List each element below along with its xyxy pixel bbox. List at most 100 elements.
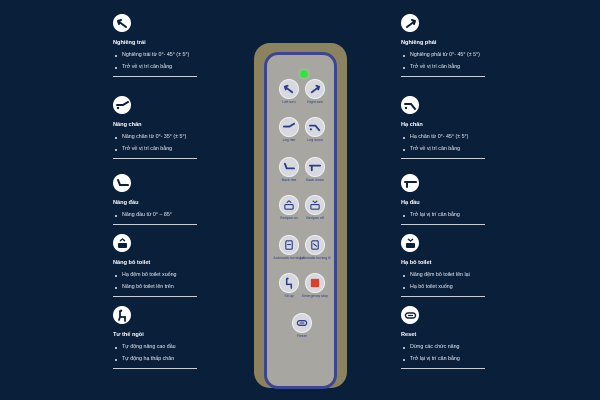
feature-title: Reset (401, 332, 417, 338)
feature-item: Tự động hạ thấp chân (113, 356, 223, 363)
remote-button-label: Leg rise (282, 138, 296, 142)
feature-item: Dừng các chức năng (401, 344, 511, 351)
divider (113, 224, 197, 225)
feature-title: Nâng chân (113, 122, 142, 128)
tilt-left-icon (113, 14, 131, 32)
feature-item: Nâng đầu từ 0° – 85° (113, 212, 223, 219)
reset-icon (401, 306, 419, 324)
feature-list: Nghiêng trái từ 0°- 45° (± 5°) Trở về vị … (113, 52, 223, 71)
feature-title: Hạ chân (401, 122, 423, 128)
feature-item: Trở về vị trí cân bằng (113, 64, 223, 71)
feature-list: Nâng đệm bô toilet lên lại Hạ bô toilet x… (401, 272, 511, 291)
remote-button-label: Emergency stop (302, 294, 328, 298)
feature-item: Hạ đệm bô toilet xuống (113, 272, 223, 279)
bedpan-off-icon (309, 199, 321, 211)
back-rise-icon (283, 161, 295, 173)
divider (401, 296, 485, 297)
sitting-posture-icon (113, 306, 131, 324)
feature-title: Tư thế ngồi (113, 332, 144, 338)
right-turn-button[interactable] (305, 79, 325, 99)
feature-title: Nâng đầu (113, 200, 139, 206)
back-down-button[interactable] (305, 157, 325, 177)
feature-title: Nghiêng trái (113, 40, 146, 46)
power-led (300, 70, 308, 78)
feature-list: Trở lại vị trí cân bằng (401, 212, 511, 219)
divider (401, 158, 485, 159)
bedpan-down-icon (401, 234, 419, 252)
feature-list: Nghiêng phải từ 0°- 45° (± 5°) Trở về vị … (401, 52, 511, 71)
feature-list: Hạ chân từ 0°- 45° (± 5°) Trở về vị trí c… (401, 134, 511, 153)
sit-up-button[interactable] (279, 273, 299, 293)
feature-title: Hạ bô toilet (401, 260, 432, 266)
feature-item: Nâng đệm bô toilet lên lại (401, 272, 511, 279)
bedpan-on-button[interactable] (279, 195, 299, 215)
feature-item: Trở về vị trí cân bằng (113, 146, 223, 153)
feature-item: Trở về vị trí cân bằng (401, 64, 511, 71)
leg-rise-button[interactable] (279, 117, 299, 137)
leg-up-icon (113, 96, 131, 114)
left-turn-icon (283, 83, 295, 95)
feature-item: Hạ bô toilet xuống (401, 284, 511, 291)
feature-block: Tư thế ngồi Tự động nâng cao đầu Tự động h… (113, 306, 223, 369)
feature-title: Nâng bô toilet (113, 260, 151, 266)
leg-down-button[interactable] (305, 117, 325, 137)
remote-button-label: Back down (306, 178, 324, 182)
remote-button-label: Leg down (307, 138, 323, 142)
left-turn-button[interactable] (279, 79, 299, 99)
divider (401, 76, 485, 77)
remote-button-label: Sit up (284, 294, 294, 298)
feature-block: Hạ chân Hạ chân từ 0°- 45° (± 5°) Trở về v… (401, 96, 511, 159)
divider (113, 296, 197, 297)
divider (113, 76, 197, 77)
leg-rise-icon (283, 121, 295, 133)
feature-title: Nghiêng phải (401, 40, 437, 46)
leg-down-icon (309, 121, 321, 133)
auto-turn-a-icon (283, 239, 295, 251)
feature-list: Nâng đầu từ 0° – 85° (113, 212, 223, 219)
back-rise-button[interactable] (279, 157, 299, 177)
divider (401, 224, 485, 225)
sit-up-icon (283, 277, 295, 289)
back-lower-icon (401, 174, 419, 192)
feature-item: Hạ chân từ 0°- 45° (± 5°) (401, 134, 511, 141)
divider (401, 368, 485, 369)
remote-button-label: Bedpan on (280, 216, 298, 220)
back-raise-icon (113, 174, 131, 192)
feature-item: Nghiêng trái từ 0°- 45° (± 5°) (113, 52, 223, 59)
remote-button-label: Automatic turning B (299, 256, 331, 260)
remote-button-label: Reset (297, 334, 307, 338)
bedpan-off-button[interactable] (305, 195, 325, 215)
reset-icon (296, 317, 308, 329)
reset-button[interactable] (292, 313, 312, 333)
feature-item: Trở lại vị trí cân bằng (401, 356, 511, 363)
automatic-turning-a-button[interactable] (279, 235, 299, 255)
emergency-stop-button[interactable] (305, 273, 325, 293)
feature-list: Nâng chân từ 0°- 35° (± 5°) Trở về vị trí… (113, 134, 223, 153)
feature-item: Nâng chân từ 0°- 35° (± 5°) (113, 134, 223, 141)
tilt-right-icon (401, 14, 419, 32)
feature-list: Tự động nâng cao đầu Tự động hạ thấp chân (113, 344, 223, 363)
bedpan-on-icon (283, 199, 295, 211)
feature-item: Trở lại vị trí cân bằng (401, 212, 511, 219)
divider (113, 158, 197, 159)
feature-item: Tự động nâng cao đầu (113, 344, 223, 351)
feature-title: Hạ đầu (401, 200, 420, 206)
feature-item: Trở về vị trí cân bằng (401, 146, 511, 153)
back-down-icon (309, 161, 321, 173)
automatic-turning-b-button[interactable] (305, 235, 325, 255)
remote-button-label: Right turn (307, 100, 323, 104)
leg-down-icon (401, 96, 419, 114)
feature-item: Nghiêng phải từ 0°- 45° (± 5°) (401, 52, 511, 59)
remote-button-label: Back rise (281, 178, 297, 182)
remote-button-label: Left turn (282, 100, 296, 104)
